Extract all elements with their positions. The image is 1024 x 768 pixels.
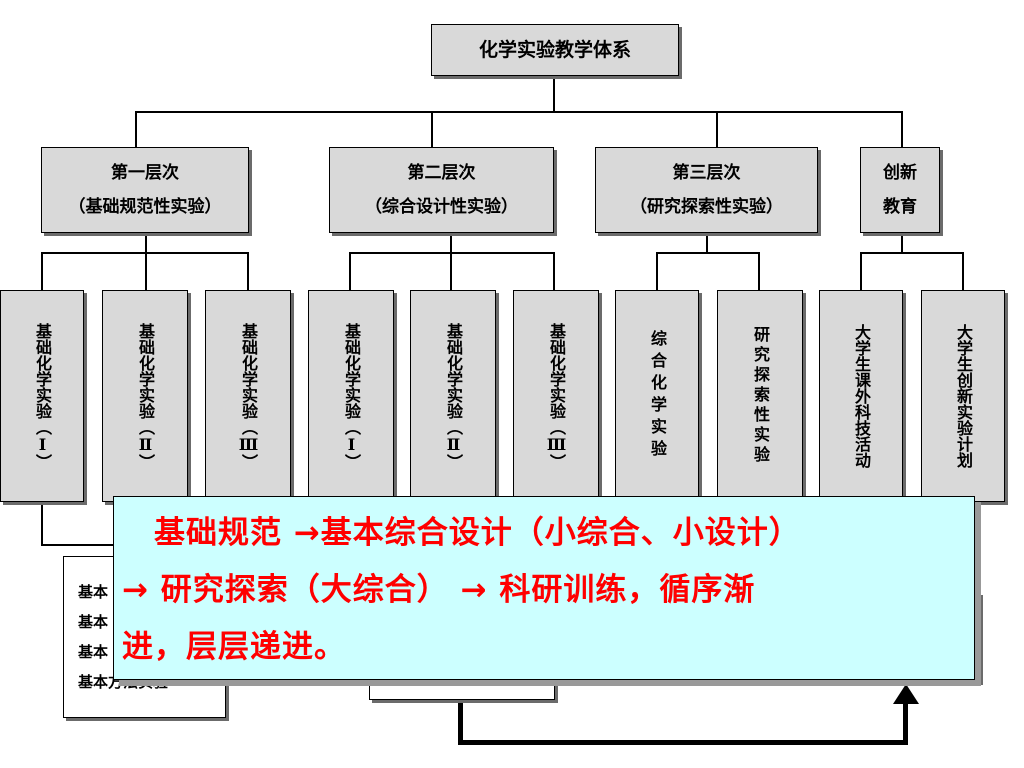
course-label: 基础化学实验（Ⅲ） xyxy=(239,322,258,470)
course-drop xyxy=(247,252,249,290)
root-label: 化学实验教学体系 xyxy=(478,39,631,61)
method-item: 基本 xyxy=(78,643,109,661)
level-subtitle: 教育 xyxy=(883,197,917,217)
level-subtitle: （研究探索性实验） xyxy=(630,197,783,217)
course-label: 大学生课外科技活动 xyxy=(852,324,871,468)
course-label: 基础化学实验（Ⅱ） xyxy=(444,322,463,470)
course-drop xyxy=(145,252,147,290)
level-box-3: 第三层次 （研究探索性实验） xyxy=(595,147,818,233)
bus-level-2 xyxy=(349,252,555,254)
level-title: 第三层次 xyxy=(672,163,741,183)
bus-level-4 xyxy=(860,252,964,254)
course-drop xyxy=(962,252,964,290)
callout-line-3: 进，层层递进。 xyxy=(122,629,346,665)
bus-level-3 xyxy=(656,252,760,254)
course-box: 基础化学实验（Ⅱ） xyxy=(410,290,496,502)
course-box: 基础化学实验（Ⅰ） xyxy=(308,290,394,502)
course-drop xyxy=(41,252,43,290)
course-label: 综合化学实验 xyxy=(648,330,667,462)
course-label: 大学生创新实验计划 xyxy=(954,324,973,468)
feedback-arrow-right xyxy=(903,700,908,745)
course-box: 大学生创新实验计划 xyxy=(921,290,1005,502)
course-box: 基础化学实验（Ⅱ） xyxy=(102,290,188,502)
bottom-connector xyxy=(41,544,121,546)
stem-level-2 xyxy=(450,233,452,253)
level1-bus xyxy=(135,111,903,113)
callout-line-1: 基础规范 →基本综合设计（小综合、小设计） xyxy=(122,515,801,551)
course-box: 基础化学实验（Ⅰ） xyxy=(0,290,84,502)
stem-level-1 xyxy=(145,233,147,253)
level-subtitle: （基础规范性实验） xyxy=(68,197,222,217)
course-label: 基础化学实验（Ⅲ） xyxy=(547,322,566,470)
course-label: 研究探索性实验 xyxy=(751,326,770,466)
method-item: 基本 xyxy=(78,613,109,631)
course-drop xyxy=(450,252,452,290)
level-title: 第一层次 xyxy=(111,163,179,183)
stem-level-4 xyxy=(901,233,903,253)
course-box: 综合化学实验 xyxy=(615,290,699,502)
feedback-arrow-bottom xyxy=(458,740,908,745)
level-box-2: 第二层次 （综合设计性实验） xyxy=(329,147,554,233)
course-label: 基础化学实验（Ⅰ） xyxy=(33,322,52,470)
course-drop xyxy=(758,252,760,290)
drop-level-2 xyxy=(431,111,433,147)
drop-level-3 xyxy=(716,111,718,147)
root-stem xyxy=(553,75,555,112)
method-item: 基本 xyxy=(78,583,109,601)
root-node: 化学实验教学体系 xyxy=(431,24,679,76)
level-subtitle: （综合设计性实验） xyxy=(365,197,518,217)
stem-level-3 xyxy=(706,233,708,253)
feedback-arrow-left xyxy=(458,700,463,745)
course-drop xyxy=(860,252,862,290)
course-box: 大学生课外科技活动 xyxy=(819,290,903,502)
course-box: 研究探索性实验 xyxy=(717,290,803,502)
course-drop xyxy=(656,252,658,290)
callout-line-2: → 研究探索（大综合） → 科研训练，循序渐 xyxy=(122,572,756,608)
summary-callout: 基础规范 →基本综合设计（小综合、小设计） → 研究探索（大综合） → 科研训练… xyxy=(113,496,975,680)
course-box: 基础化学实验（Ⅲ） xyxy=(513,290,599,502)
course-drop xyxy=(349,252,351,290)
drop-level-1 xyxy=(135,111,137,147)
level-box-1: 第一层次 （基础规范性实验） xyxy=(41,147,249,233)
course-drop xyxy=(553,252,555,290)
level-box-4: 创新 教育 xyxy=(860,147,940,233)
bottom-connector xyxy=(41,500,43,546)
drop-level-4 xyxy=(901,111,903,147)
course-box: 基础化学实验（Ⅲ） xyxy=(205,290,291,502)
level-title: 创新 xyxy=(883,163,917,183)
course-label: 基础化学实验（Ⅱ） xyxy=(136,322,155,470)
level-title: 第二层次 xyxy=(407,163,476,183)
course-label: 基础化学实验（Ⅰ） xyxy=(342,322,361,470)
arrow-head-icon xyxy=(893,684,919,704)
